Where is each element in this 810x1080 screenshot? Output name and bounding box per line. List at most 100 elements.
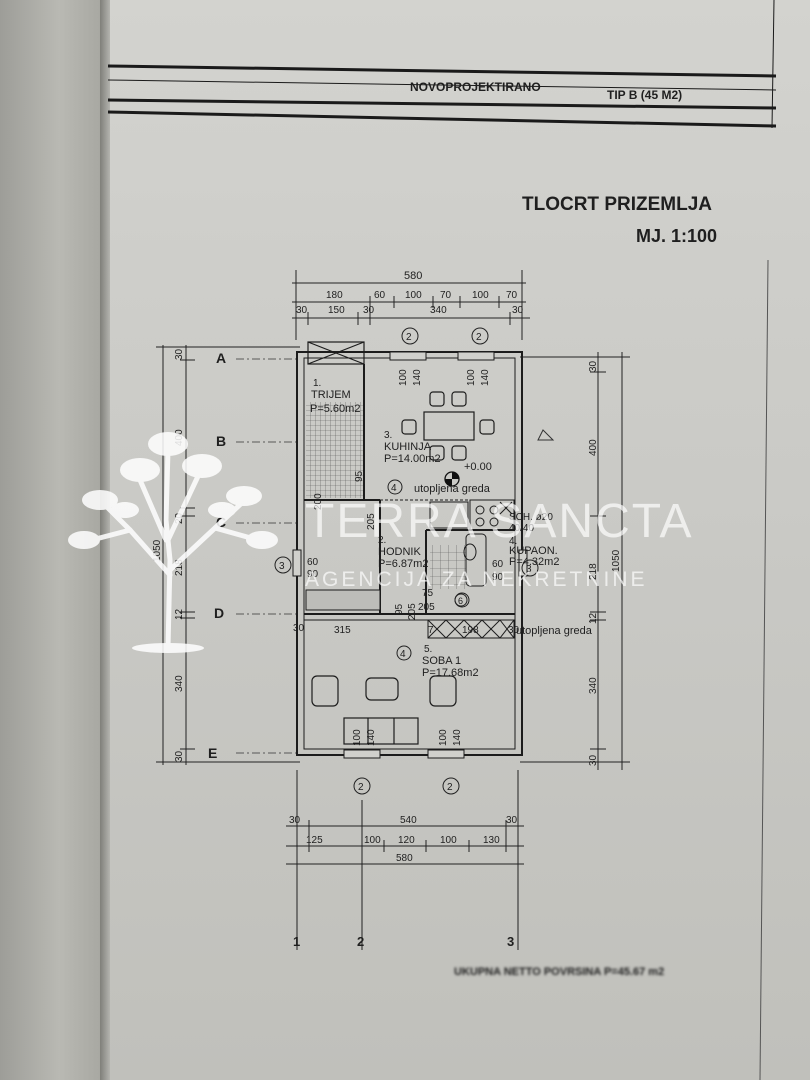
dim-left-3: 218 xyxy=(174,559,185,576)
wall-left: 30 xyxy=(293,623,305,634)
dim-top-r2-0: 30 xyxy=(296,305,308,316)
dim-bot-r2-0: 125 xyxy=(306,835,323,846)
dim-top-r1-3: 70 xyxy=(440,290,452,301)
window-marker-bot-left: 2 xyxy=(353,777,371,795)
dim-left-total: 1050 xyxy=(152,539,163,562)
header-project: NOVOPROJEKTIRANO xyxy=(410,80,541,94)
plan-scale: MJ. 1:100 xyxy=(636,226,717,246)
bathroom-tiling xyxy=(430,545,466,589)
door-marker-right: 3 xyxy=(521,559,539,577)
window-marker-top-left: 2 xyxy=(401,327,419,345)
dim-right-4: 340 xyxy=(588,677,599,694)
dim-bot-r2-3: 100 xyxy=(440,835,457,846)
door-soba-a: 95 xyxy=(394,603,405,615)
dim-right-1: 400 xyxy=(588,439,599,456)
header-type: TIP B (45 M2) xyxy=(607,88,682,102)
chimney-note: SCH. ø20 xyxy=(509,512,553,523)
svg-text:5.: 5. xyxy=(424,644,432,655)
w-top-l-b: 140 xyxy=(412,369,423,386)
svg-text:4.: 4. xyxy=(509,536,517,547)
axis-row-d: D xyxy=(214,605,224,621)
door-soba-b: 205 xyxy=(407,603,418,620)
door-marker-4a: 4 xyxy=(387,479,403,495)
axis-row-a: A xyxy=(216,350,226,366)
svg-text:HODNIK: HODNIK xyxy=(378,546,421,558)
svg-text:2: 2 xyxy=(406,332,412,343)
w-top-r-a: 100 xyxy=(466,369,477,386)
svg-text:2.: 2. xyxy=(378,535,386,546)
room-hodnik: 2. HODNIK P=6.87m2 xyxy=(378,535,428,570)
dim-bot-r1-1: 540 xyxy=(400,815,417,826)
w-top-r-b: 140 xyxy=(480,369,491,386)
header-rules xyxy=(107,0,777,129)
svg-text:KUHINJA: KUHINJA xyxy=(384,441,432,453)
dim-left-5: 340 xyxy=(174,675,185,692)
dim-right-total: 1050 xyxy=(611,549,622,572)
bottom-dimensions xyxy=(286,770,524,950)
dim-top-r1-2: 100 xyxy=(405,290,422,301)
svg-text:P=6.87m2: P=6.87m2 xyxy=(378,558,428,570)
svg-text:4: 4 xyxy=(400,649,406,660)
window-marker-bot-right: 2 xyxy=(442,777,460,795)
svg-text:3: 3 xyxy=(526,564,532,575)
porch-tiling xyxy=(306,402,364,498)
dim-right-0: 30 xyxy=(588,360,599,372)
dim-bot-r2-4: 130 xyxy=(483,835,500,846)
svg-text:6: 6 xyxy=(458,596,463,606)
svg-text:P=17.68m2: P=17.68m2 xyxy=(422,667,479,679)
svg-text:2: 2 xyxy=(447,782,453,793)
watermark-brand: TERRA SANCTA xyxy=(305,495,694,548)
door-hod-a: 95 xyxy=(354,470,365,482)
north-triangle-icon xyxy=(537,429,555,441)
door-mid-a: 75 xyxy=(422,588,434,599)
window-openings xyxy=(292,351,528,759)
dim-bot-r2-2: 120 xyxy=(398,835,415,846)
dim-right-2: 218 xyxy=(588,563,599,580)
d-left-a: 60 xyxy=(307,557,319,568)
door-marker-4b: 4 xyxy=(396,645,412,661)
svg-text:3: 3 xyxy=(279,561,285,572)
dim-left-0: 30 xyxy=(174,348,185,360)
svg-text:4: 4 xyxy=(391,483,397,494)
axis-row-e: E xyxy=(208,745,217,761)
dim-top-r2-4: 30 xyxy=(512,305,524,316)
dim-bot-r1-2: 30 xyxy=(506,815,518,826)
dining-table xyxy=(401,391,495,461)
beam-note-2: utopljena greda xyxy=(516,625,593,637)
door-hod-b: 205 xyxy=(366,513,377,530)
beam-hatch xyxy=(305,589,515,639)
chimney-size: 40/40 xyxy=(509,523,534,534)
room-soba: 5. SOBA 1 P=17.68m2 xyxy=(422,644,479,679)
drawing-sheet xyxy=(110,0,810,1080)
watermark-subtitle: AGENCIJA ZA NEKRETNINE xyxy=(305,568,648,591)
axis-col-2: 2 xyxy=(357,934,364,949)
watermark: TERRA SANCTA AGENCIJA ZA NEKRETNINE xyxy=(68,432,694,653)
right-dimensions xyxy=(520,352,630,770)
svg-text:P=5.60m2: P=5.60m2 xyxy=(310,403,360,415)
door-marker-6: 6 xyxy=(454,593,468,607)
w-top-l-a: 100 xyxy=(398,369,409,386)
level-marker xyxy=(444,471,460,487)
dim-top-r1-4: 100 xyxy=(472,290,489,301)
dim-bot-r2-1: 100 xyxy=(364,835,381,846)
beam-note-1: utopljena greda xyxy=(414,483,491,495)
w-bot-l-b: 140 xyxy=(366,729,377,746)
svg-text:SOBA 1: SOBA 1 xyxy=(422,655,461,667)
dim-bot-total: 580 xyxy=(396,853,413,864)
dim-bot-r1-0: 30 xyxy=(289,815,301,826)
axis-row-b: B xyxy=(216,433,226,449)
room-kuhinja: 3. KUHINJA P=14.00m2 xyxy=(384,430,441,465)
dim-right-3: 12 xyxy=(588,612,599,624)
dim-top-r2-1: 150 xyxy=(328,305,345,316)
d-right-b: 90 xyxy=(492,572,504,583)
gap-width: 7 xyxy=(428,625,434,636)
d-right-a: 60 xyxy=(492,559,504,570)
kitchen-counter xyxy=(429,499,515,531)
svg-text:1.: 1. xyxy=(313,378,321,389)
axis-row-lines xyxy=(236,358,300,754)
room-kupaon: 4. KUPAON. P=4.32m2 xyxy=(509,536,559,568)
room-trijem: 1. TRIJEM P=5.60m2 xyxy=(310,378,360,415)
svg-text:2: 2 xyxy=(358,782,364,793)
dim-left-6: 30 xyxy=(174,750,185,762)
dim-top-r2-2: 30 xyxy=(363,305,375,316)
